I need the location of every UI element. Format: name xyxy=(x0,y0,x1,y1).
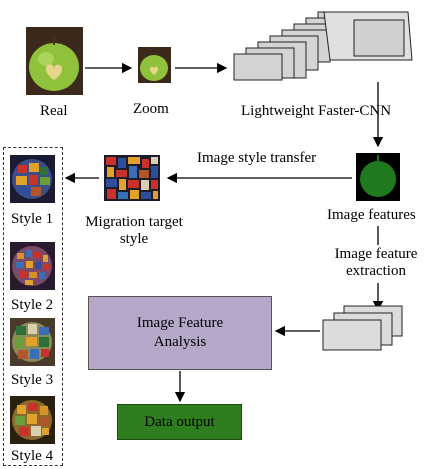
extraction-blocks-graphic xyxy=(322,305,403,351)
style-4-image xyxy=(10,396,55,444)
real-label: Real xyxy=(40,103,68,119)
image-features-image xyxy=(356,153,400,201)
style-3-label: Style 3 xyxy=(11,372,54,388)
target-label: Migration target style xyxy=(85,214,183,247)
transfer-label: Image style transfer xyxy=(197,150,317,166)
styles-panel xyxy=(3,147,63,466)
output-label: Data output xyxy=(144,413,215,430)
extraction-label: Image feature extraction xyxy=(334,246,418,279)
style-2-label: Style 2 xyxy=(11,297,54,313)
analysis-label: Image Feature Analysis xyxy=(136,315,224,350)
style-1-image xyxy=(10,155,55,203)
cnn-layers-graphic xyxy=(233,11,413,81)
real-apple-image xyxy=(26,27,83,95)
zoom-apple-image xyxy=(138,47,171,83)
data-output-box: Data output xyxy=(117,404,242,440)
image-feature-analysis-box: Image Feature Analysis xyxy=(88,296,272,370)
style-2-image xyxy=(10,242,55,290)
migration-target-image xyxy=(104,155,160,201)
style-4-label: Style 4 xyxy=(11,448,54,464)
cnn-label: Lightweight Faster-CNN xyxy=(241,103,392,119)
zoom-label: Zoom xyxy=(133,101,169,117)
features-label: Image features xyxy=(327,207,416,223)
style-1-label: Style 1 xyxy=(11,211,54,227)
style-3-image xyxy=(10,318,55,366)
